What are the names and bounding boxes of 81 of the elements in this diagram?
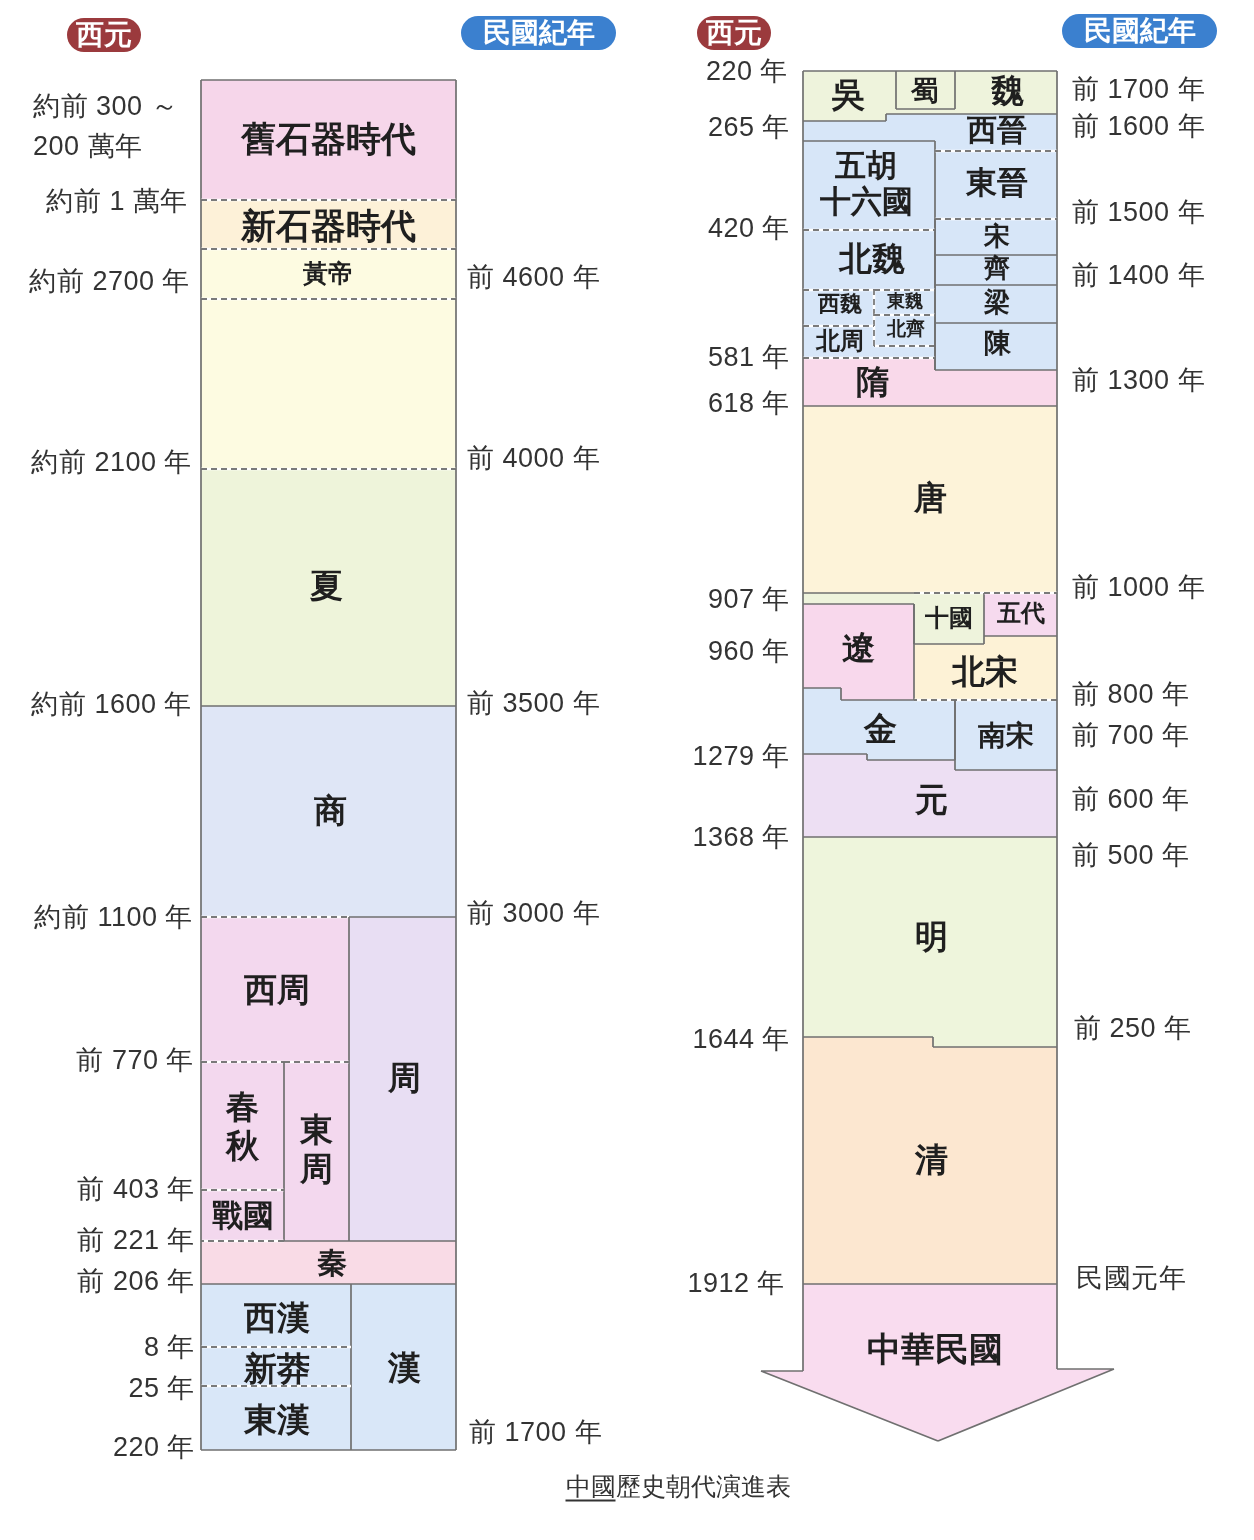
year-label: 約前 300 ～ 200 萬年 xyxy=(33,90,180,163)
period-box: 明 xyxy=(803,837,1057,1047)
period-box: 商 xyxy=(201,706,456,917)
year-label: 581 年 xyxy=(707,340,790,374)
period-box: 唐 xyxy=(803,406,1057,593)
year-label: 前 1300 年 xyxy=(1072,363,1206,397)
year-label: 前 770 年 xyxy=(76,1043,194,1077)
period-box: 遼 xyxy=(803,604,914,700)
period-box xyxy=(201,299,456,469)
year-label: 約前 2700 年 xyxy=(29,264,190,298)
period-box: 清 xyxy=(803,1037,1057,1284)
period-box: 新石器時代 xyxy=(201,200,456,249)
period-box: 東漢 xyxy=(201,1386,351,1450)
caption: 中國歷史朝代演進表 xyxy=(565,1470,791,1502)
period-box: 宋 xyxy=(935,219,1057,255)
year-label: 約前 1100 年 xyxy=(34,900,193,934)
year-label: 前 250 年 xyxy=(1074,1011,1192,1045)
year-label: 前 1500 年 xyxy=(1072,195,1206,229)
year-label: 1368 年 xyxy=(692,820,790,854)
year-label: 前 3000 年 xyxy=(467,896,601,930)
period-box: 周 xyxy=(349,917,456,1241)
year-label: 前 700 年 xyxy=(1072,718,1190,752)
period-box: 新莽 xyxy=(201,1347,351,1386)
year-label: 約前 2100 年 xyxy=(31,445,192,479)
period-box: 東周 xyxy=(284,1062,349,1241)
period-box: 戰國 xyxy=(201,1190,284,1241)
year-label: 前 3500 年 xyxy=(467,686,601,720)
year-label: 前 4600 年 xyxy=(467,260,601,294)
period-box: 北魏 xyxy=(803,230,935,290)
period-box: 黃帝 xyxy=(201,249,456,299)
year-label: 1279 年 xyxy=(692,739,790,773)
year-label: 960 年 xyxy=(707,634,790,668)
year-label: 618 年 xyxy=(707,386,790,420)
period-box: 陳 xyxy=(935,323,1057,370)
period-box: 西魏 xyxy=(803,290,874,326)
period-box: 夏 xyxy=(201,469,456,706)
period-box: 五胡十六國 xyxy=(803,141,935,230)
year-label: 前 600 年 xyxy=(1072,782,1190,816)
period-box: 齊 xyxy=(935,255,1057,285)
year-label: 1644 年 xyxy=(692,1022,790,1056)
year-label: 前 1700 年 xyxy=(1072,72,1206,106)
period-box: 秦 xyxy=(201,1241,456,1284)
year-label: 420 年 xyxy=(707,211,790,245)
year-label: 前 221 年 xyxy=(77,1223,195,1257)
year-label: 前 800 年 xyxy=(1072,677,1190,711)
period-box: 漢 xyxy=(351,1284,456,1450)
year-label: 前 4000 年 xyxy=(467,441,601,475)
year-label: 前 1000 年 xyxy=(1072,570,1206,604)
year-label: 約前 1600 年 xyxy=(31,687,192,721)
column-heading: 西元 xyxy=(697,16,771,50)
year-label: 907 年 xyxy=(707,582,790,616)
year-label: 220 年 xyxy=(705,54,788,88)
period-box: 舊石器時代 xyxy=(201,80,456,200)
period-box: 春秋 xyxy=(201,1062,284,1190)
year-label: 25 年 xyxy=(128,1371,195,1405)
period-box: 西周 xyxy=(201,917,349,1062)
year-label: 約前 1 萬年 xyxy=(46,184,188,218)
period-box: 西漢 xyxy=(201,1284,351,1347)
period-box: 東魏 xyxy=(874,290,935,315)
period-box: 元 xyxy=(803,754,1057,837)
year-label: 前 403 年 xyxy=(77,1172,195,1206)
year-label: 220 年 xyxy=(112,1430,195,1464)
year-label: 8 年 xyxy=(143,1330,195,1364)
column-heading: 西元 xyxy=(67,18,141,52)
period-box: 隋 xyxy=(803,358,1057,406)
year-label: 前 1600 年 xyxy=(1072,109,1206,143)
period-box: 吳 xyxy=(803,71,896,121)
year-label: 前 1700 年 xyxy=(469,1415,603,1449)
period-box: 南宋 xyxy=(955,700,1057,770)
year-label: 前 500 年 xyxy=(1072,838,1190,872)
period-box: 梁 xyxy=(935,285,1057,323)
period-box: 北齊 xyxy=(874,315,935,346)
year-label: 265 年 xyxy=(707,110,790,144)
column-heading: 民國紀年 xyxy=(1062,14,1217,48)
period-box: 五代 xyxy=(984,593,1057,636)
period-box: 金 xyxy=(803,688,955,760)
period-box: 東晉 xyxy=(935,151,1057,219)
period-box: 蜀 xyxy=(896,71,955,109)
year-label: 前 206 年 xyxy=(77,1264,195,1298)
column-heading: 民國紀年 xyxy=(461,16,616,50)
year-label: 前 1400 年 xyxy=(1072,258,1206,292)
